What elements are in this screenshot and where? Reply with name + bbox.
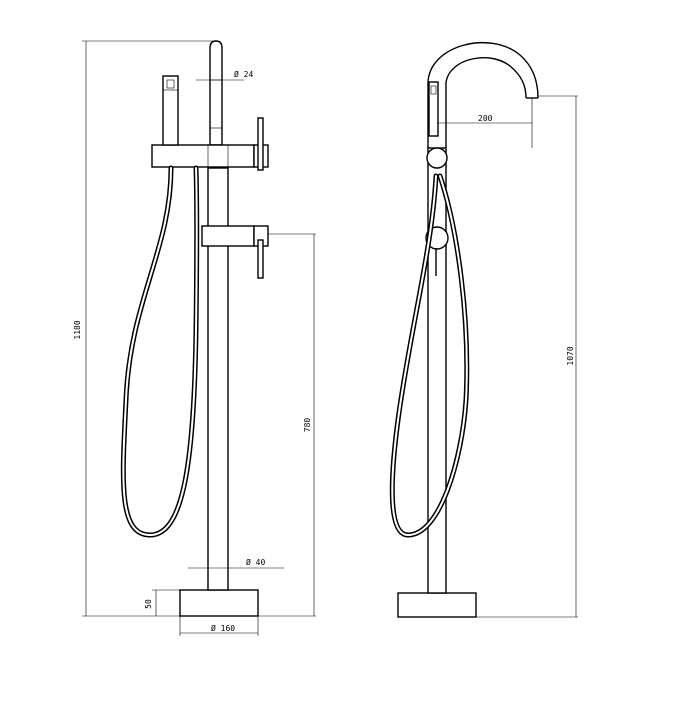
front-view: 1180 Ø 24 780 Ø 40 50 Ø 160 bbox=[73, 40, 316, 636]
side-top-knob bbox=[426, 147, 448, 169]
front-mixer-lever bbox=[257, 239, 264, 279]
front-stem bbox=[207, 167, 229, 591]
dim-base-height: 50 bbox=[144, 599, 153, 609]
front-spout-tube bbox=[209, 40, 223, 146]
side-view: 200 1070 bbox=[389, 41, 578, 618]
front-hand-shower bbox=[162, 75, 179, 146]
dim-spout-diameter: Ø 24 bbox=[234, 69, 253, 79]
dim-spout-height: 1070 bbox=[566, 346, 575, 365]
front-mixer-block bbox=[201, 225, 255, 247]
front-base bbox=[179, 589, 259, 617]
front-top-lever bbox=[257, 117, 264, 171]
dim-spout-reach: 200 bbox=[478, 114, 493, 123]
side-gooseneck bbox=[427, 41, 539, 148]
front-head-body bbox=[151, 144, 255, 168]
dim-total-height: 1180 bbox=[73, 320, 82, 339]
dim-stem-diameter: Ø 40 bbox=[246, 557, 265, 567]
side-base bbox=[397, 592, 477, 618]
dim-mixer-height: 780 bbox=[303, 418, 312, 433]
dim-base-diameter: Ø 160 bbox=[211, 623, 235, 633]
